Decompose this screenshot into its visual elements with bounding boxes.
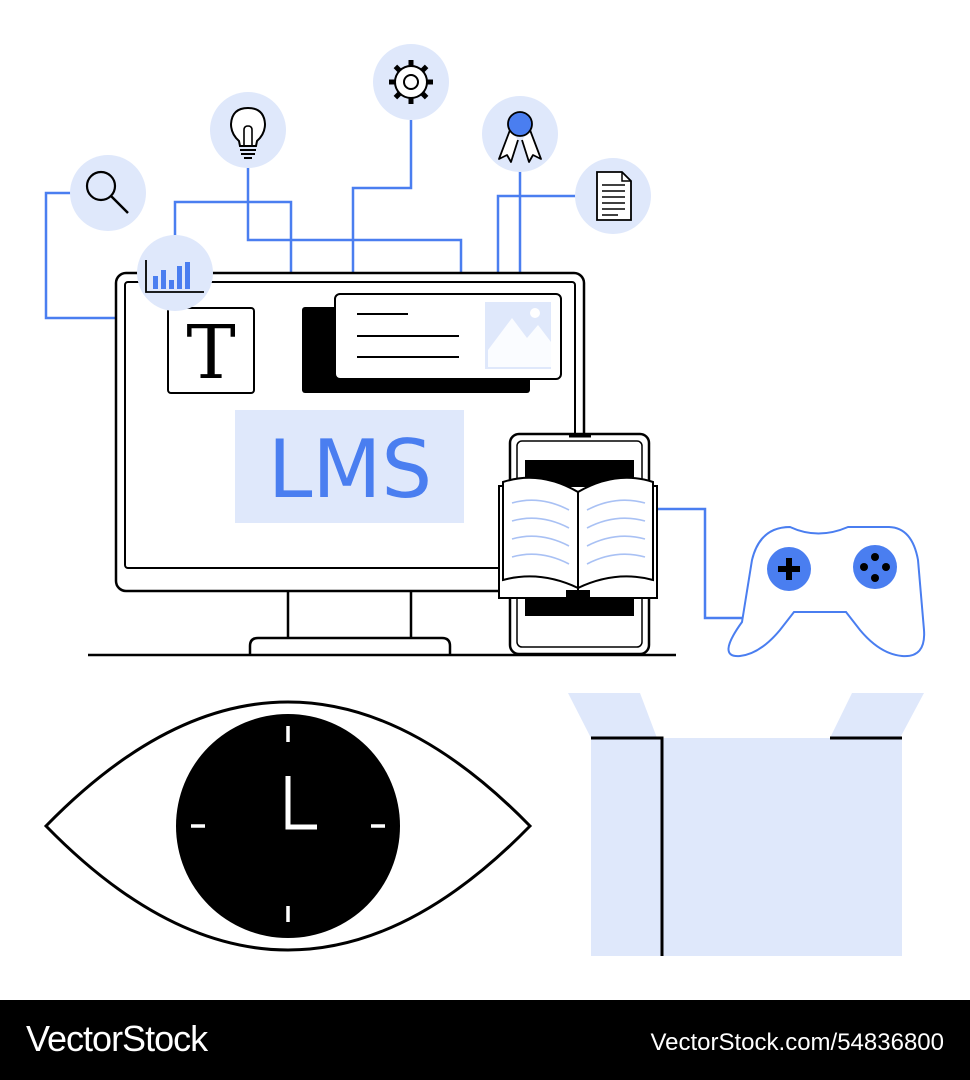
stock-id: VectorStock.com/54836800 xyxy=(650,1029,944,1056)
content-card xyxy=(302,293,562,393)
eye-clock-icon xyxy=(43,700,533,952)
connector-lines xyxy=(44,120,742,620)
game-controller-icon xyxy=(727,525,926,658)
open-box-icon xyxy=(568,693,924,956)
bar-chart-icon xyxy=(137,235,213,311)
lms-label-text: LMS xyxy=(268,423,432,516)
text-tile-letter: T xyxy=(186,310,235,396)
document-icon xyxy=(575,158,651,234)
search-icon xyxy=(70,155,146,231)
lightbulb-icon xyxy=(210,92,286,168)
lms-label: LMS xyxy=(235,410,464,523)
text-tool-tile: T xyxy=(167,307,255,396)
image-placeholder-icon xyxy=(485,302,551,369)
open-book-icon xyxy=(498,476,658,599)
lms-illustration: T LMS xyxy=(43,44,926,956)
brand-name: VectorStock xyxy=(26,1018,208,1059)
gear-icon xyxy=(373,44,449,120)
footer-bar: VectorStock VectorStock.com/54836800 xyxy=(0,1000,970,1080)
award-ribbon-icon xyxy=(482,96,558,172)
